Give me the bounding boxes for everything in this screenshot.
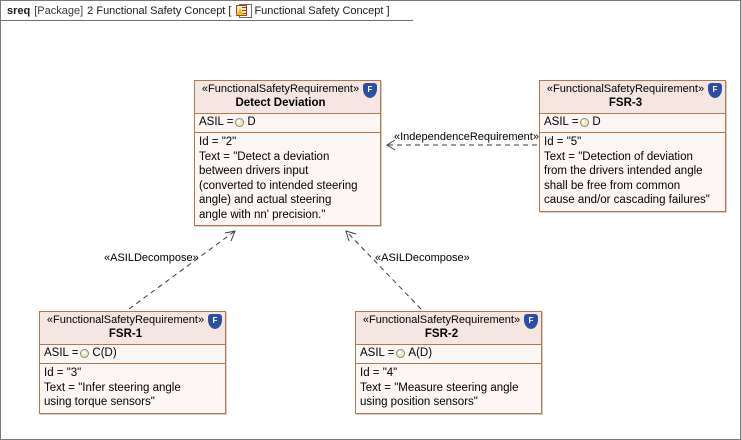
property-line: Text = "Measure steering angle [360, 381, 519, 394]
requirement-node-fsr-1[interactable]: «FunctionalSafetyRequirement» FSR-1 F AS… [39, 311, 226, 414]
asil-marker-icon [580, 118, 590, 127]
property-line: cause and/or cascading failures" [544, 194, 710, 206]
badge-letter: F [712, 85, 718, 94]
asil-marker-icon [235, 118, 245, 127]
asil-value: D [247, 116, 256, 128]
requirement-node-detect-deviation[interactable]: «FunctionalSafetyRequirement» Detect Dev… [194, 80, 381, 226]
node-stereotype: «FunctionalSafetyRequirement» [46, 314, 205, 326]
asil-label: ASIL = [360, 347, 395, 359]
node-stereotype: «FunctionalSafetyRequirement» [546, 83, 705, 95]
asil-label: ASIL = [44, 347, 79, 359]
property-line: between drivers input [199, 165, 309, 177]
node-asil-compartment: ASIL = C(D) [40, 345, 225, 364]
property-line: using position sensors" [360, 396, 478, 408]
asil-marker-icon [80, 349, 90, 358]
asil-label: ASIL = [544, 116, 579, 128]
property-line: shall be free from common [544, 179, 681, 192]
functional-safety-requirement-badge: F [524, 314, 538, 329]
edge-label-independence-requirement: «IndependenceRequirement» [394, 131, 539, 143]
requirement-node-fsr-2[interactable]: «FunctionalSafetyRequirement» FSR-2 F AS… [355, 311, 542, 414]
edge-asil-decompose-fsr2 [345, 230, 422, 310]
node-title: FSR-1 [108, 328, 143, 340]
requirement-node-fsr-3[interactable]: «FunctionalSafetyRequirement» FSR-3 F AS… [539, 80, 726, 212]
node-properties: Id = "3" Text = "Infer steering angle us… [40, 364, 225, 413]
property-line: Text = "Infer steering angle [44, 381, 181, 394]
node-asil-compartment: ASIL = D [540, 114, 725, 133]
node-header: «FunctionalSafetyRequirement» Detect Dev… [195, 81, 380, 114]
node-properties: Id = "2" Text = "Detect a deviation betw… [195, 133, 380, 225]
property-line: using torque sensors" [44, 396, 155, 408]
diagram-canvas[interactable]: «IndependenceRequirement» «ASILDecompose… [1, 21, 740, 439]
diagram-frame-tab[interactable]: sreq [Package] 2 Functional Safety Conce… [1, 1, 413, 21]
diagram-name: Functional Safety Concept [254, 4, 384, 17]
property-line: Id = "4" [360, 367, 398, 379]
asil-value: C(D) [92, 347, 117, 359]
node-properties: Id = "4" Text = "Measure steering angle … [356, 364, 541, 413]
asil-value: D [592, 116, 601, 128]
functional-safety-requirement-badge: F [208, 314, 222, 329]
node-properties: Id = "5" Text = "Detection of deviation … [540, 133, 725, 211]
edge-label-asil-decompose-fsr1: «ASILDecompose» [104, 252, 199, 264]
node-title: FSR-3 [608, 97, 643, 109]
property-line: Id = "2" [199, 136, 237, 148]
node-header: «FunctionalSafetyRequirement» FSR-1 F [40, 312, 225, 345]
edge-label-asil-decompose-fsr2: «ASILDecompose» [375, 252, 470, 264]
node-header: «FunctionalSafetyRequirement» FSR-3 F [540, 81, 725, 114]
asil-value: A(D) [408, 347, 433, 359]
badge-letter: F [212, 316, 218, 325]
node-title: FSR-2 [424, 328, 459, 340]
edge-asil-decompose-fsr1 [128, 230, 236, 310]
property-line: Text = "Detection of deviation [544, 150, 693, 163]
property-line: Id = "3" [44, 367, 82, 379]
requirement-diagram-icon [236, 4, 250, 18]
functional-safety-requirement-badge: F [363, 83, 377, 98]
node-stereotype: «FunctionalSafetyRequirement» [362, 314, 521, 326]
node-header: «FunctionalSafetyRequirement» FSR-2 F [356, 312, 541, 345]
functional-safety-requirement-badge: F [708, 83, 722, 98]
badge-letter: F [367, 85, 373, 94]
diagram-package-kind: [Package] [34, 4, 84, 17]
diagram-bracket-close: ] [386, 4, 390, 17]
node-title: Detect Deviation [235, 97, 326, 109]
property-line: Text = "Detect a deviation [199, 150, 330, 163]
node-stereotype: «FunctionalSafetyRequirement» [201, 83, 360, 95]
badge-letter: F [528, 316, 534, 325]
node-asil-compartment: ASIL = A(D) [356, 345, 541, 364]
diagram-keyword: sreq [7, 4, 31, 17]
diagram-bracket-open: [ [228, 4, 232, 17]
asil-label: ASIL = [199, 116, 234, 128]
property-line: Id = "5" [544, 136, 582, 148]
property-line: angle with nn' precision." [199, 208, 326, 221]
property-line: (converted to intended steering [199, 179, 358, 192]
asil-marker-icon [396, 349, 406, 358]
node-asil-compartment: ASIL = D [195, 114, 380, 133]
property-line: angle) and actual steering [199, 194, 332, 206]
property-line: from the drivers intended angle [544, 165, 703, 177]
diagram-package-name: 2 Functional Safety Concept [87, 4, 226, 17]
